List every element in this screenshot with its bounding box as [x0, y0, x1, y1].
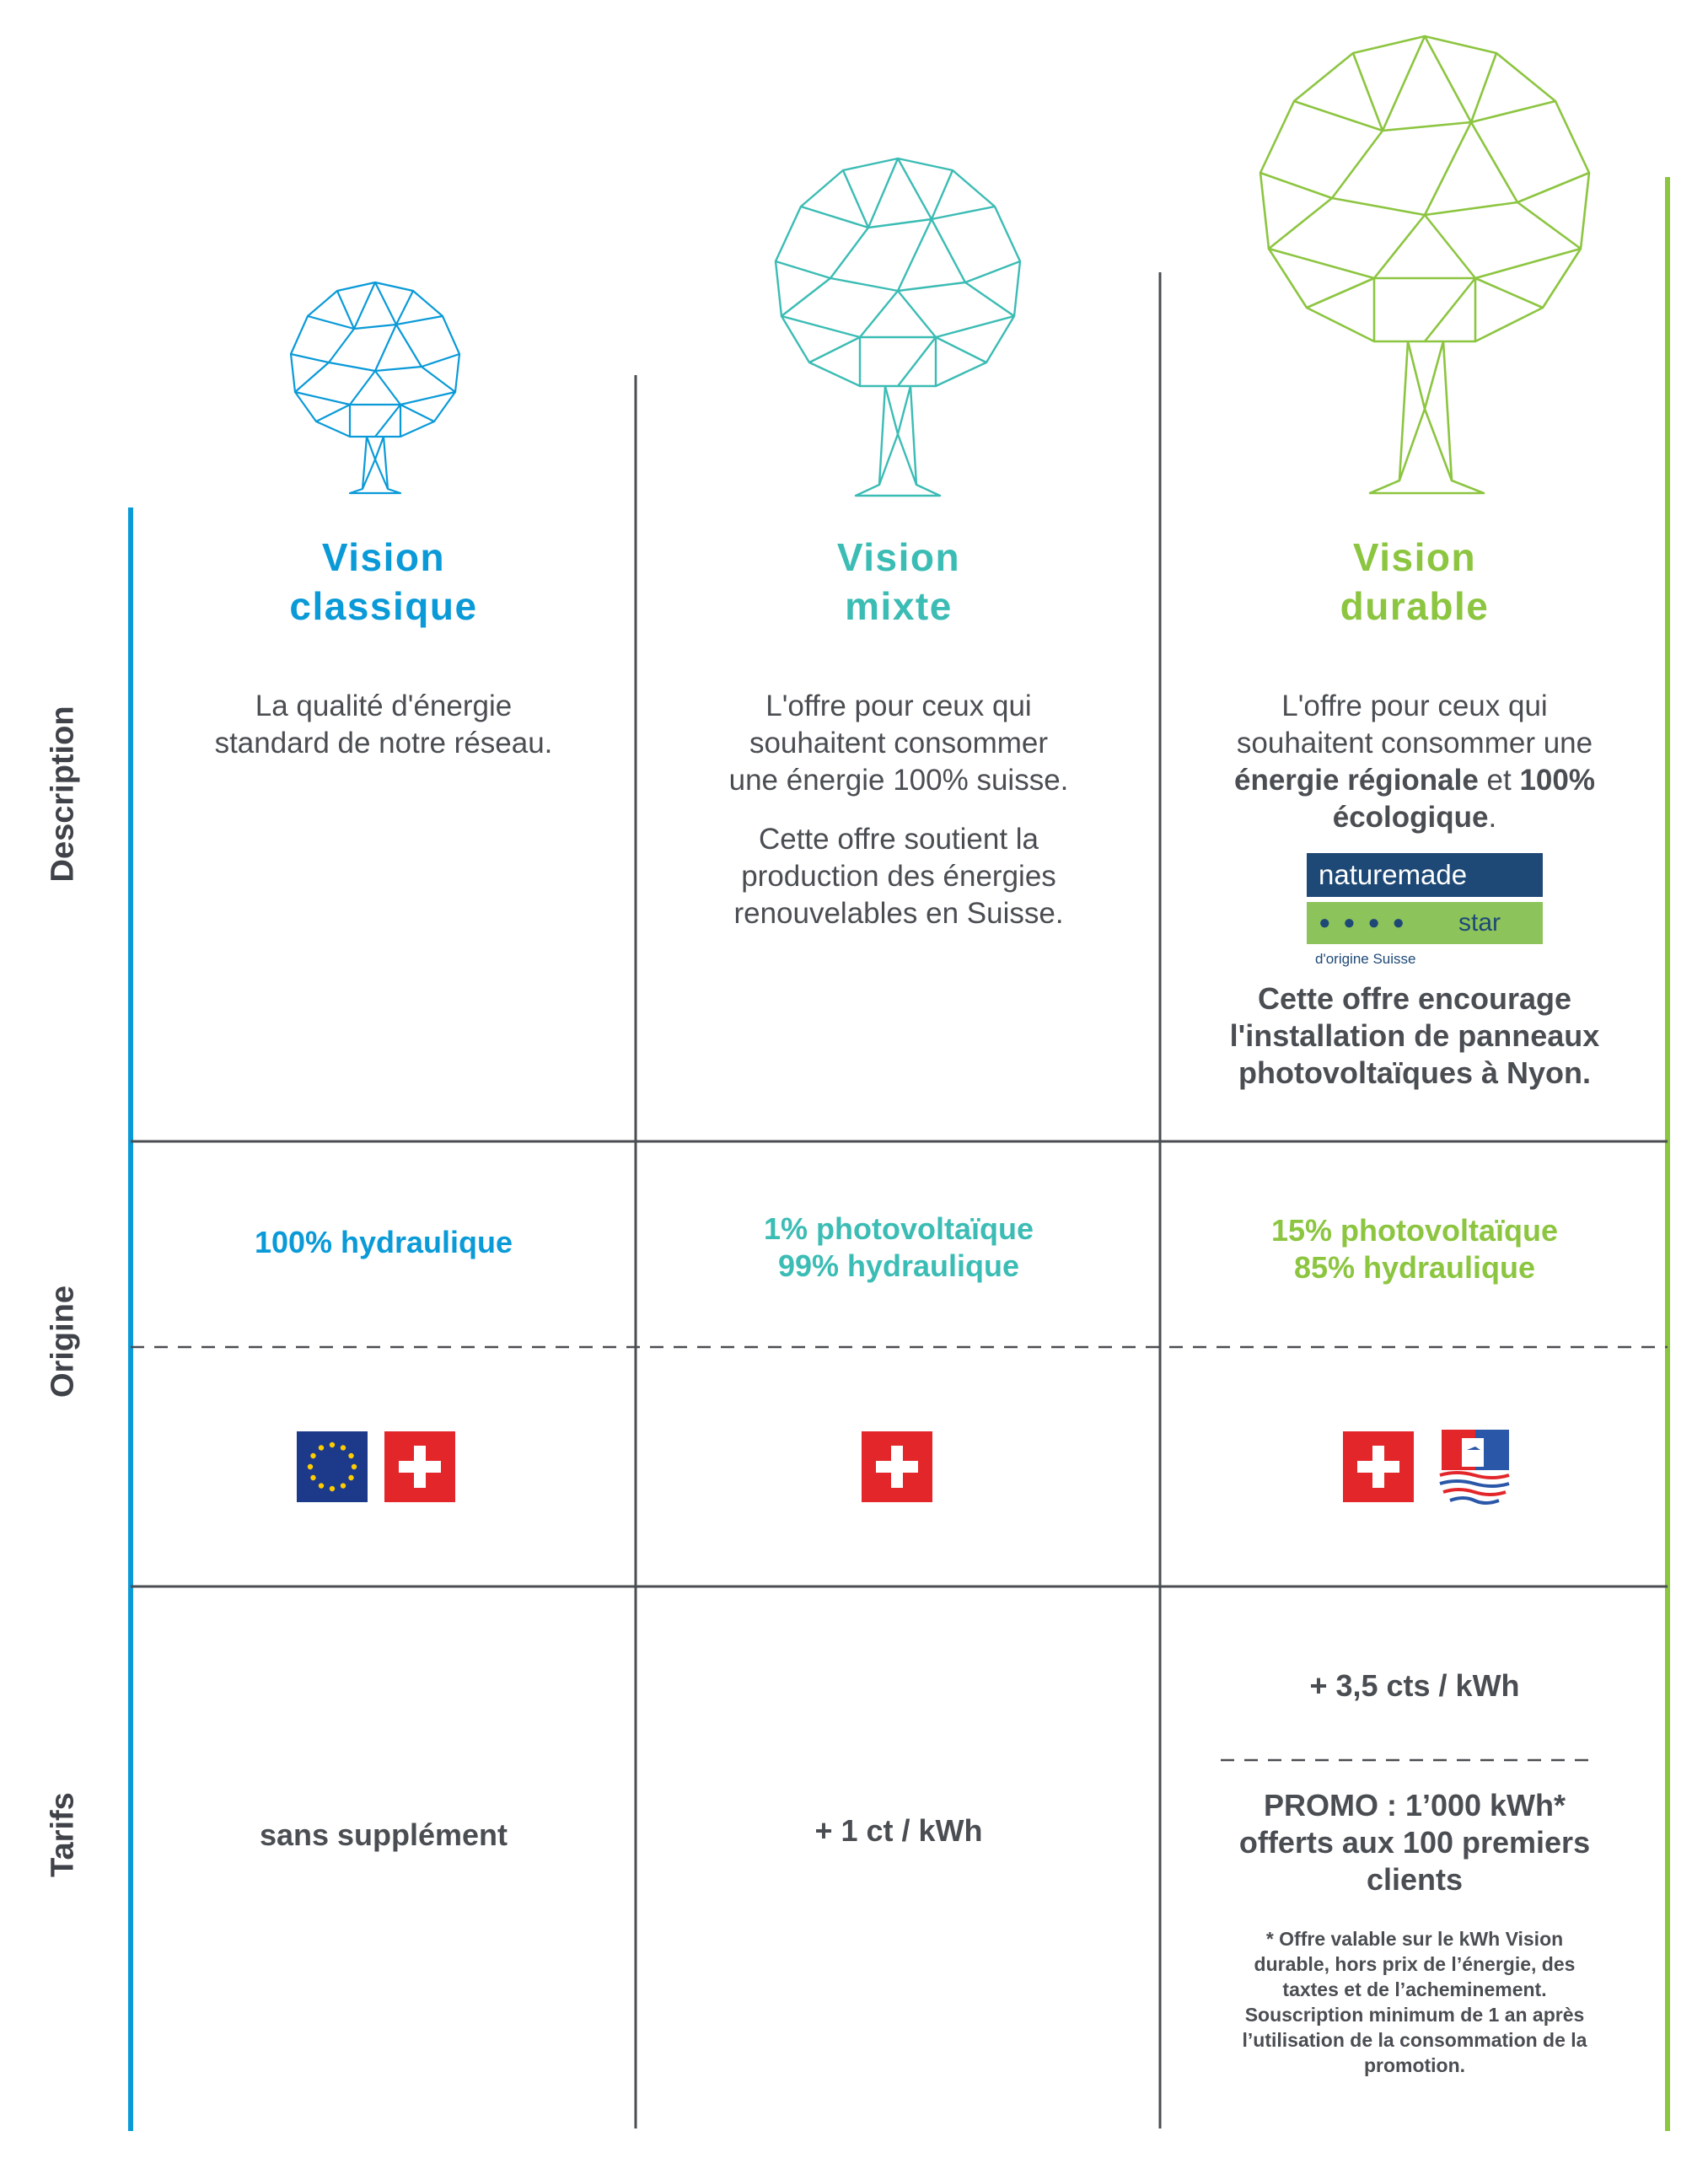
naturemade-label-top: naturemade	[1307, 853, 1543, 897]
swiss-flag-icon	[862, 1431, 932, 1502]
price-mixte: + 1 ct / kWh	[814, 1813, 983, 1848]
eu-flag-icon	[297, 1431, 368, 1502]
nyon-coat-of-arms-icon	[1439, 1430, 1510, 1505]
naturemade-label-sub: d'origine Suisse	[1315, 951, 1416, 967]
price-durable: + 3,5 cts / kWh	[1309, 1668, 1520, 1703]
row-label-tarifs: Tarifs	[45, 1792, 81, 1877]
description-durable: L'offre pour ceux qui souhaitent consomm…	[1234, 690, 1595, 834]
swiss-flag-icon	[384, 1431, 455, 1502]
price-classique: sans supplément	[259, 1817, 508, 1852]
description-durable-encourage: Cette offre encourage l'installation de …	[1229, 981, 1600, 1090]
description-mixte: L'offre pour ceux qui souhaitent consomm…	[728, 690, 1069, 930]
promo-footnote: * Offre valable sur le kWh Vision durabl…	[1242, 1928, 1587, 2076]
promo-durable: PROMO : 1’000 kWh* offerts aux 100 premi…	[1238, 1788, 1591, 1897]
tree-classique-icon	[289, 281, 461, 495]
naturemade-label-bottom: ● ● ● ● star	[1307, 902, 1543, 944]
tree-durable-icon	[1259, 35, 1591, 495]
origin-classique: 100% hydraulique	[254, 1225, 513, 1259]
swiss-flag-icon	[1343, 1431, 1414, 1502]
description-classique: La qualité d'énergie standard de notre r…	[214, 690, 553, 760]
naturemade-stars-icon: ● ● ● ●	[1319, 911, 1408, 934]
row-label-description: Description	[45, 706, 81, 883]
tree-mixte-icon	[774, 157, 1022, 497]
row-label-origin: Origine	[45, 1285, 81, 1398]
